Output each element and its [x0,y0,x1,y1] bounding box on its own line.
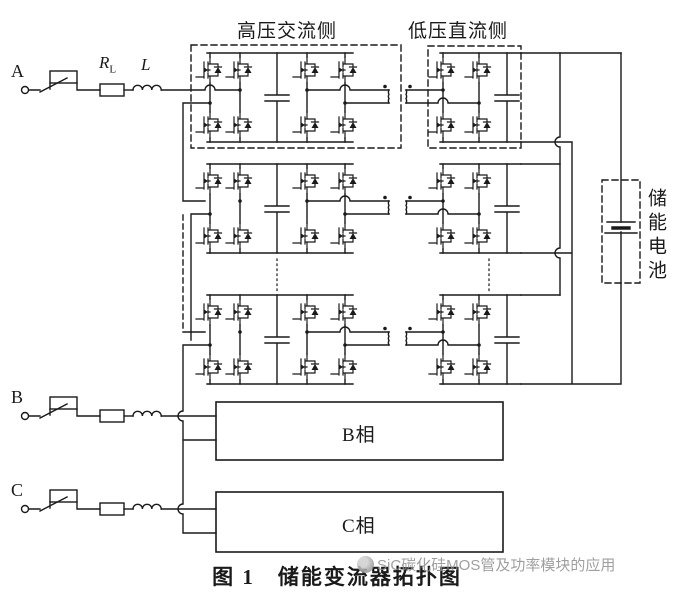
phase-b-label: B [11,387,24,407]
watermark-logo-icon [357,556,374,573]
phase-c-box-label: C相 [342,516,376,537]
phase-b-input-circuit [20,396,217,423]
phase-b-module-box [215,401,504,461]
breaker-switch-icon [28,496,101,512]
battery-circuit [601,52,641,284]
phase-a-input-circuit [20,70,241,97]
watermark-text: SiC碳化硅MOS管及功率模块的应用 [377,557,616,574]
cascade-links [177,102,217,534]
resistor-icon [99,409,125,423]
converter-row-2 [196,164,521,253]
resistor-icon [99,502,125,516]
hv-ac-side-label: 高压交流侧 [237,21,338,42]
inductor-label: L [141,55,151,74]
phase-c-label: C [11,480,24,500]
lv-dc-dashed-box [427,45,522,149]
hv-ac-dashed-box [190,44,402,149]
lv-dc-side-label: 低压直流侧 [408,21,509,42]
ellipsis-dots [276,258,490,294]
phase-b-box-label: B相 [342,425,376,446]
battery-label: 储能电池 [645,188,666,284]
watermark: SiC碳化硅MOS管及功率模块的应用 [357,554,615,575]
inductor-icon [132,84,162,91]
phase-a-label: A [11,61,24,81]
resistor-icon [99,83,125,97]
figure-caption: 图 1 储能变流器拓扑图 [212,565,462,589]
inductor-icon [132,503,162,510]
phase-c-module-box [215,491,504,553]
terminal-icon [20,85,30,95]
breaker-switch-icon [28,77,101,93]
resistor-label: RL [99,53,117,76]
converter-row-3 [196,295,521,384]
terminal-icon [20,411,30,421]
battery-icon [604,221,638,234]
phase-c-input-circuit [20,489,217,516]
inductor-icon [132,410,162,417]
terminal-icon [20,504,30,514]
converter-row-1 [196,53,521,142]
dc-bus-wires [520,52,622,385]
breaker-switch-icon [28,403,101,419]
